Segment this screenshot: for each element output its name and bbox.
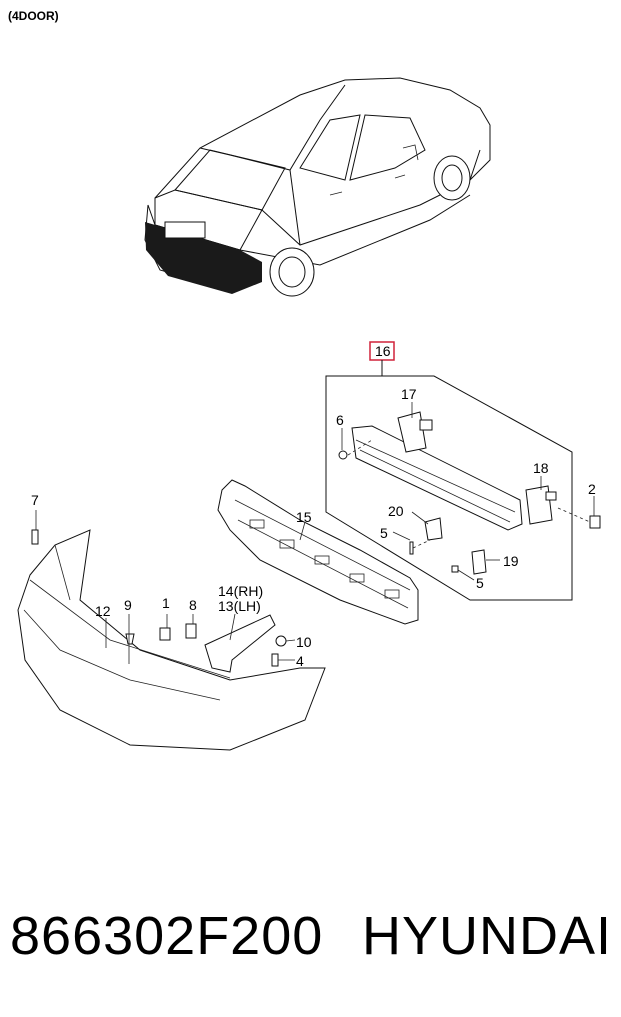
callout-14: 14(RH) — [218, 583, 263, 599]
callout-2: 2 — [588, 481, 596, 497]
callout-4: 4 — [296, 653, 304, 669]
callout-7: 7 — [31, 492, 39, 508]
callout-18: 18 — [533, 460, 549, 476]
callout-13: 13(LH) — [218, 598, 261, 614]
variant-label: (4DOOR) — [8, 9, 59, 23]
callout-12: 12 — [95, 603, 111, 619]
energy-absorber — [217, 479, 419, 625]
brand-name: HYUNDAI — [362, 906, 613, 966]
callout-15: 15 — [296, 509, 312, 525]
callout-10: 10 — [296, 634, 312, 650]
car-illustration — [144, 77, 491, 297]
bumper-cover — [17, 529, 326, 751]
footer: 866302F200 HYUNDAI — [10, 905, 613, 975]
callout-19: 19 — [503, 553, 519, 569]
assembly-16-panel — [325, 341, 573, 601]
callout-16: 16 — [375, 343, 391, 359]
callout-8: 8 — [189, 597, 197, 613]
bumper-beam — [338, 411, 601, 575]
callout-5a: 5 — [380, 525, 388, 541]
leader-lines — [35, 402, 595, 664]
part-number: 866302F200 — [10, 906, 324, 966]
callout-5b: 5 — [476, 575, 484, 591]
callout-labels: 16 17 6 18 2 20 5 19 5 15 7 12 9 1 8 14(… — [31, 343, 596, 669]
callout-1: 1 — [162, 595, 170, 611]
callout-9: 9 — [124, 597, 132, 613]
callout-17: 17 — [401, 386, 417, 402]
callout-6: 6 — [336, 412, 344, 428]
callout-20: 20 — [388, 503, 404, 519]
